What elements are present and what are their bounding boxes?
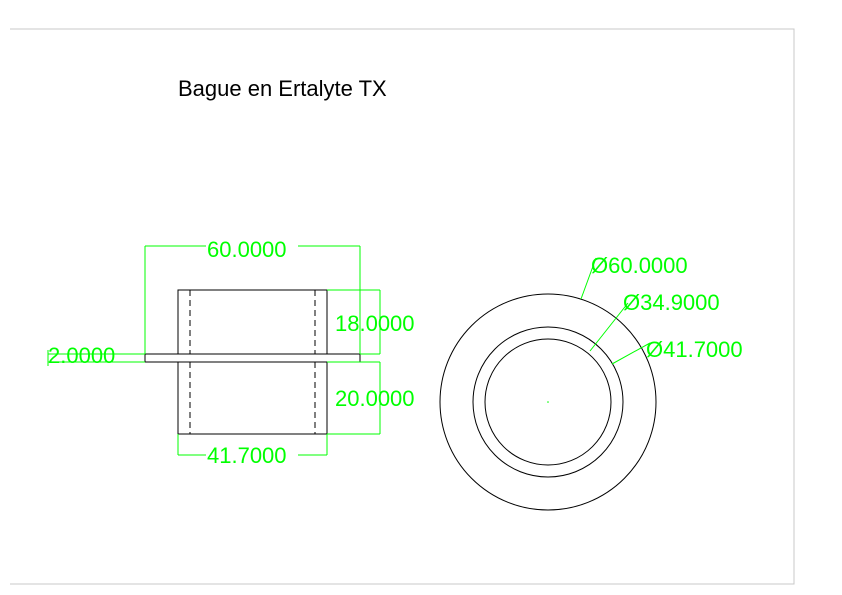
dim-body-diameter: Ø41.7000 bbox=[646, 337, 743, 362]
outer-circle bbox=[439, 293, 657, 511]
center-point bbox=[547, 401, 549, 403]
drawing-title: Bague en Ertalyte TX bbox=[178, 76, 387, 101]
lower-body-outline bbox=[177, 361, 328, 435]
dim-body-width: 41.7000 bbox=[207, 443, 287, 468]
body-circle bbox=[472, 326, 624, 478]
top-view-leaders bbox=[580, 257, 651, 365]
dim-lower-height: 20.0000 bbox=[335, 386, 415, 411]
drawing-frame bbox=[10, 28, 795, 585]
dim-outer-diameter: Ø60.0000 bbox=[591, 253, 688, 278]
upper-body-outline bbox=[177, 289, 328, 355]
dim-inner-diameter: Ø34.9000 bbox=[623, 290, 720, 315]
front-view bbox=[144, 289, 361, 435]
inner-circle bbox=[484, 338, 612, 466]
dim-flange-thickness: 2.0000 bbox=[48, 343, 115, 368]
dim-upper-height: 18.0000 bbox=[335, 311, 415, 336]
front-view-dimensions bbox=[47, 245, 381, 456]
flange-outline bbox=[144, 353, 361, 363]
top-view bbox=[439, 293, 657, 511]
dim-overall-width: 60.0000 bbox=[207, 237, 287, 262]
